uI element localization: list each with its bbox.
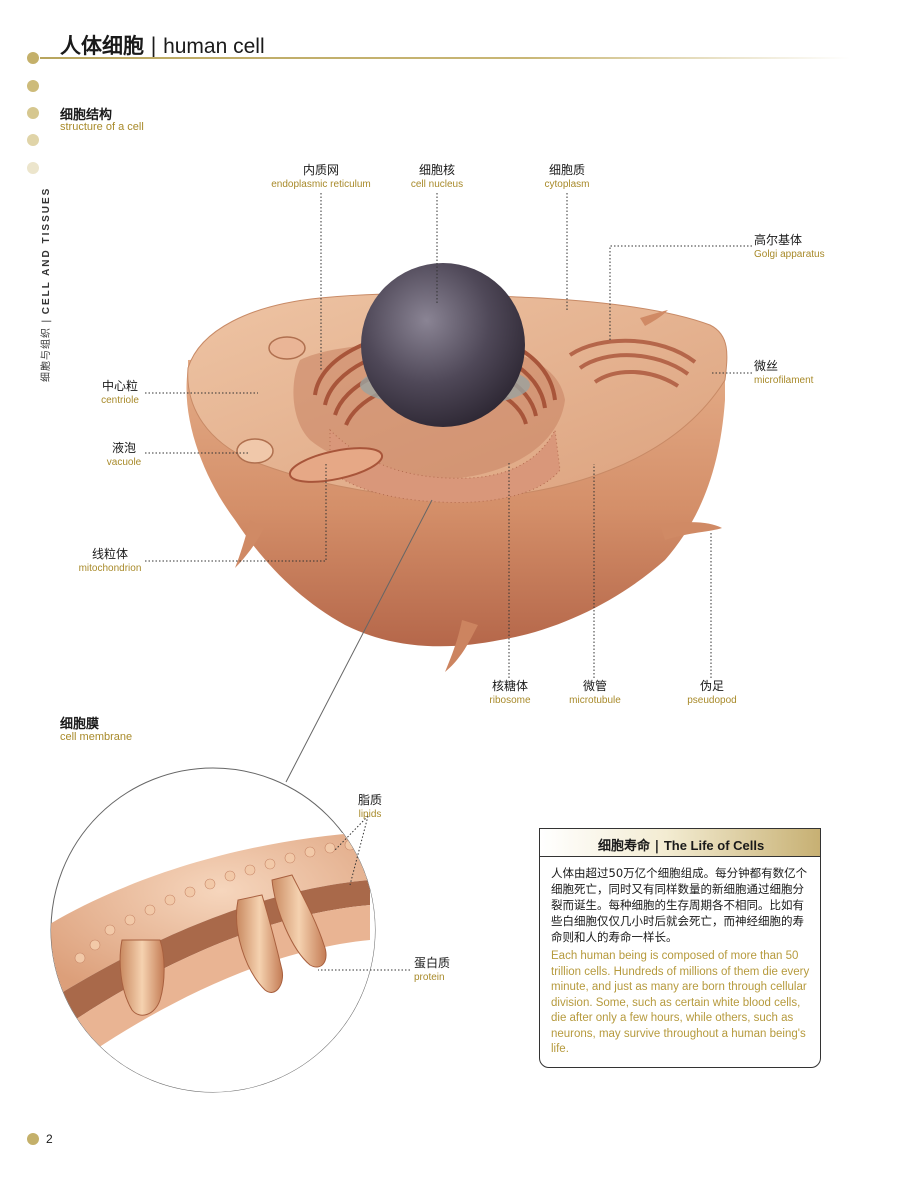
label-pseudopod: 伪足 pseudopod (687, 679, 737, 706)
page-title-zh: 人体细胞 (60, 34, 144, 58)
label-microtubule: 微管 microtubule (569, 679, 621, 706)
leader-lines (145, 193, 752, 678)
label-nucleus: 细胞核 cell nucleus (410, 163, 464, 190)
label-golgi: 高尔基体 Golgi apparatus (754, 233, 825, 260)
label-lipids: 脂质 lipids (357, 793, 382, 820)
pseudopod-right (660, 522, 722, 540)
decor-dot-2 (27, 80, 39, 92)
vacuole (236, 438, 274, 464)
decor-dot-3 (27, 107, 39, 119)
decor-dot-1 (27, 52, 39, 64)
cell-nucleus (361, 263, 525, 427)
label-cytoplasm: 细胞质 cytoplasm (544, 163, 590, 190)
label-centriole: 中心粒 centriole (101, 379, 139, 406)
label-mitochondrion: 线粒体 mitochondrion (78, 547, 142, 574)
decor-dot-4 (27, 134, 39, 146)
golgi-apparatus (568, 338, 697, 388)
label-microfilament: 微丝 microfilament (754, 359, 814, 386)
label-er: 内质网 endoplasmic reticulum (271, 163, 371, 190)
membrane-leader-lines (318, 815, 410, 971)
title-separator: | (150, 34, 158, 58)
pseudopod-top (640, 310, 668, 326)
ribosome-region (329, 428, 561, 503)
page-number-dot (27, 1133, 39, 1145)
page-title: 人体细胞|human cell (60, 30, 265, 60)
membrane-subheading: cell membrane (60, 731, 133, 743)
label-ribosome: 核糖体 ribosome (489, 679, 531, 706)
protein-channel-1 (119, 939, 165, 1016)
label-protein: 蛋白质 protein (414, 956, 451, 983)
centriole (268, 336, 306, 360)
info-title-separator: | (654, 839, 660, 854)
info-box-header: 细胞寿命 | The Life of Cells (540, 829, 820, 857)
page-title-en: human cell (163, 35, 265, 58)
membrane-heading: 细胞膜 (60, 717, 100, 732)
title-rule (40, 57, 850, 59)
protein-channel-3 (271, 874, 327, 968)
structure-subheading: structure of a cell (60, 121, 144, 133)
lipid-heads (74, 839, 356, 964)
label-vacuole: 液泡 vacuole (106, 441, 142, 468)
membrane-detail (51, 830, 375, 1092)
pseudopod-bottom (445, 620, 478, 672)
zoom-connector (285, 499, 433, 783)
decor-dot-5 (27, 162, 39, 174)
info-title-zh: 细胞寿命 (598, 839, 651, 854)
page-number: 2 (46, 1132, 53, 1146)
info-body-zh: 人体由超过50万亿个细胞组成。每分钟都有数亿个细胞死亡，同时又有同样数量的新细胞… (551, 866, 808, 944)
info-title-en: The Life of Cells (663, 838, 765, 853)
life-of-cells-box: 细胞寿命 | The Life of Cells 人体由超过50万亿个细胞组成。… (539, 828, 821, 1068)
protein-channel-2 (236, 894, 284, 993)
mitochondrion (288, 447, 384, 483)
structure-heading: 细胞结构 (60, 108, 113, 123)
pseudopod-left (235, 520, 264, 568)
info-body-en: Each human being is composed of more tha… (551, 950, 810, 1055)
